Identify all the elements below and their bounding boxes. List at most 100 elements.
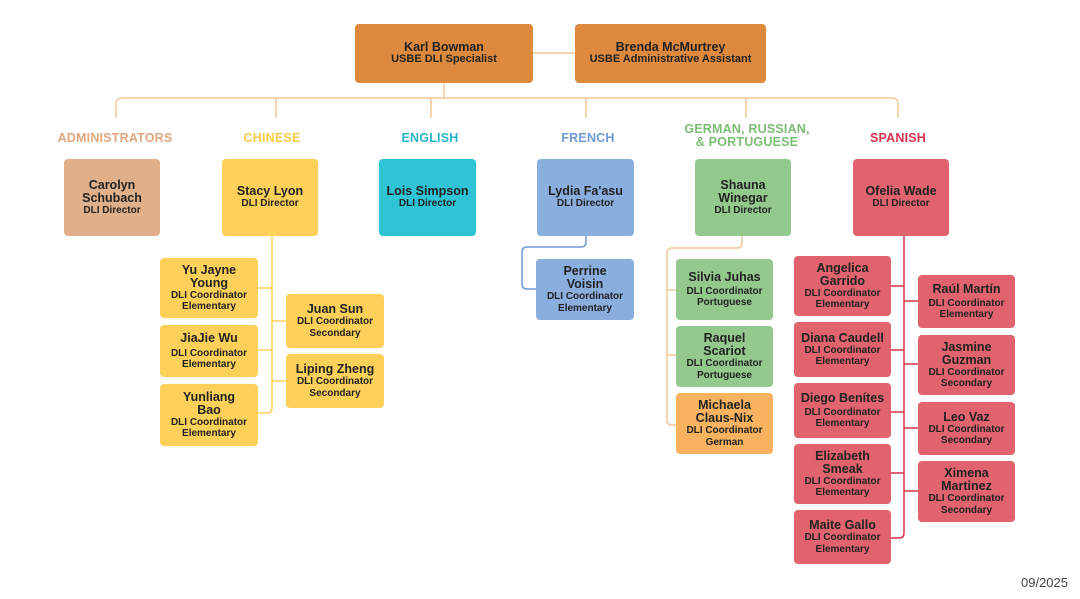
coordinator-role: DLI Coordinator xyxy=(686,425,763,436)
coordinator-role: DLI Coordinator xyxy=(170,289,248,301)
coordinator-level: Elementary xyxy=(182,428,236,439)
coordinator-role: DLI Coordinator xyxy=(804,532,881,543)
coordinator-role: DLI Coordinator xyxy=(804,287,881,299)
header-german-russian-portuguese: GERMAN, RUSSIAN, & PORTUGUESE xyxy=(676,123,818,149)
director-name: Ofelia Wade xyxy=(865,184,937,199)
header-chinese: CHINESE xyxy=(243,131,301,145)
coordinator-card: Michaela Claus-Nix DLI Coordinator Germa… xyxy=(676,393,773,454)
coordinator-role: DLI Coordinator xyxy=(686,358,763,369)
coordinator-level: Secondary xyxy=(309,327,361,339)
director-role: DLI Director xyxy=(241,198,299,210)
leader-name: Karl Bowman xyxy=(404,40,484,55)
coordinator-level: Elementary xyxy=(815,418,870,429)
coordinator-role: DLI Coordinator xyxy=(296,316,374,327)
coordinator-name: Angelica xyxy=(816,260,869,275)
coordinator-name: Ximena xyxy=(944,466,989,480)
coordinator-card: Angelica Garrido DLI Coordinator Element… xyxy=(794,256,891,316)
leader-role: USBE DLI Specialist xyxy=(391,53,497,66)
header-french: FRENCH xyxy=(561,131,615,145)
coordinator-name: Silvia Juhas xyxy=(688,269,761,284)
coordinator-level: Elementary xyxy=(558,302,612,314)
coordinator-name: Jasmine xyxy=(941,339,992,354)
coordinator-card: Ximena Martinez DLI Coordinator Secondar… xyxy=(918,461,1015,522)
coordinator-name: Garrido xyxy=(819,273,866,288)
coordinator-name: Elizabeth xyxy=(815,448,870,463)
director-administrators: Carolyn Schubach DLI Director xyxy=(64,159,160,236)
coordinator-card: Silvia Juhas DLI Coordinator Portuguese xyxy=(676,259,773,320)
coordinator-level: Elementary xyxy=(815,356,870,367)
coordinator-card: Jasmine Guzman DLI Coordinator Secondary xyxy=(918,335,1015,395)
director-german: Shauna Winegar DLI Director xyxy=(695,159,791,236)
director-name: Carolyn xyxy=(88,177,136,192)
coordinator-role: DLI Coordinator xyxy=(928,423,1005,435)
director-name: Shauna xyxy=(720,177,766,192)
coordinator-card: Elizabeth Smeak DLI Coordinator Elementa… xyxy=(794,444,891,504)
coordinator-name: Voisin xyxy=(566,277,604,291)
coordinator-name: Young xyxy=(190,275,228,290)
coordinator-role: DLI Coordinator xyxy=(546,291,624,302)
director-name: Stacy Lyon xyxy=(236,184,304,199)
director-chinese: Stacy Lyon DLI Director xyxy=(222,159,318,236)
leader-role: USBE Administrative Assistant xyxy=(589,53,752,66)
coordinator-card: Raquel Scariot DLI Coordinator Portugues… xyxy=(676,326,773,387)
director-french: Lydia Fa'asu DLI Director xyxy=(537,159,634,236)
coordinator-level: Secondary xyxy=(940,504,993,516)
coordinator-level: Elementary xyxy=(182,301,236,312)
coordinator-level: Elementary xyxy=(182,359,236,370)
director-name: Winegar xyxy=(718,190,768,205)
director-spanish: Ofelia Wade DLI Director xyxy=(853,159,949,236)
coordinator-card: Diego Benítes DLI Coordinator Elementary xyxy=(794,383,891,438)
coordinator-level: Portuguese xyxy=(696,297,752,308)
coordinator-level: Secondary xyxy=(940,435,993,446)
coordinator-card: Maite Gallo DLI Coordinator Elementary xyxy=(794,510,891,564)
coordinator-role: DLI Coordinator xyxy=(928,366,1005,378)
director-name: Lydia Fa'asu xyxy=(548,184,623,199)
coordinator-role: DLI Coordinator xyxy=(804,475,881,487)
coordinator-name: Claus-Nix xyxy=(695,411,754,425)
coordinator-level: Portuguese xyxy=(696,369,752,381)
coordinator-role: DLI Coordinator xyxy=(170,347,248,359)
coordinator-role: DLI Coordinator xyxy=(686,285,763,297)
coordinator-role: DLI Coordinator xyxy=(296,376,374,387)
coordinator-level: German xyxy=(705,436,744,448)
director-role: DLI Director xyxy=(714,204,772,216)
coordinator-name: Bao xyxy=(197,402,221,417)
coordinator-role: DLI Coordinator xyxy=(804,406,881,418)
coordinator-name: Diego Benítes xyxy=(800,390,885,405)
coordinator-name: Michaela xyxy=(698,398,751,412)
coordinator-level: Elementary xyxy=(815,487,870,498)
coordinator-card: JiaJie Wu DLI Coordinator Elementary xyxy=(160,325,258,377)
coordinator-name: Yu Jayne xyxy=(181,262,237,277)
coordinator-level: Elementary xyxy=(815,299,870,310)
coordinator-level: Secondary xyxy=(940,378,993,389)
coordinator-role: DLI Coordinator xyxy=(170,416,248,428)
coordinator-card: Raúl Martín DLI Coordinator Elementary xyxy=(918,275,1015,328)
coordinator-level: Secondary xyxy=(309,387,361,399)
coordinator-name: Guzman xyxy=(941,352,992,367)
leader-name: Brenda McMurtrey xyxy=(615,40,726,55)
coordinator-name: Diana Caudell xyxy=(801,330,884,345)
coordinator-name: Scariot xyxy=(703,344,746,358)
coordinator-card: Juan Sun DLI Coordinator Secondary xyxy=(286,294,384,348)
header-german-line2: & PORTUGUESE xyxy=(695,135,799,149)
coordinator-name: Smeak xyxy=(822,461,863,476)
director-role: DLI Director xyxy=(556,198,615,210)
coordinator-card: Yu Jayne Young DLI Coordinator Elementar… xyxy=(160,258,258,318)
coordinator-level: Elementary xyxy=(939,309,994,320)
coordinator-card: Diana Caudell DLI Coordinator Elementary xyxy=(794,322,891,377)
coordinator-name: Raquel xyxy=(703,331,746,345)
header-english: ENGLISH xyxy=(401,131,459,145)
director-role: DLI Director xyxy=(398,198,457,210)
leader-brenda-mcmurtrey: Brenda McMurtrey USBE Administrative Ass… xyxy=(575,24,766,83)
header-spanish: SPANISH xyxy=(869,131,927,145)
coordinator-role: DLI Coordinator xyxy=(928,297,1005,309)
coordinator-name: Yunliang xyxy=(182,389,236,404)
coordinator-name: Raúl Martín xyxy=(932,281,1001,296)
coordinator-name: Liping Zheng xyxy=(295,362,375,376)
director-role: DLI Director xyxy=(83,204,141,216)
director-name: Lois Simpson xyxy=(386,184,469,199)
header-german-line1: GERMAN, RUSSIAN, xyxy=(684,122,810,136)
coordinator-card: Liping Zheng DLI Coordinator Secondary xyxy=(286,354,384,408)
coordinator-role: DLI Coordinator xyxy=(804,344,881,356)
coordinator-card: Yunliang Bao DLI Coordinator Elementary xyxy=(160,384,258,446)
